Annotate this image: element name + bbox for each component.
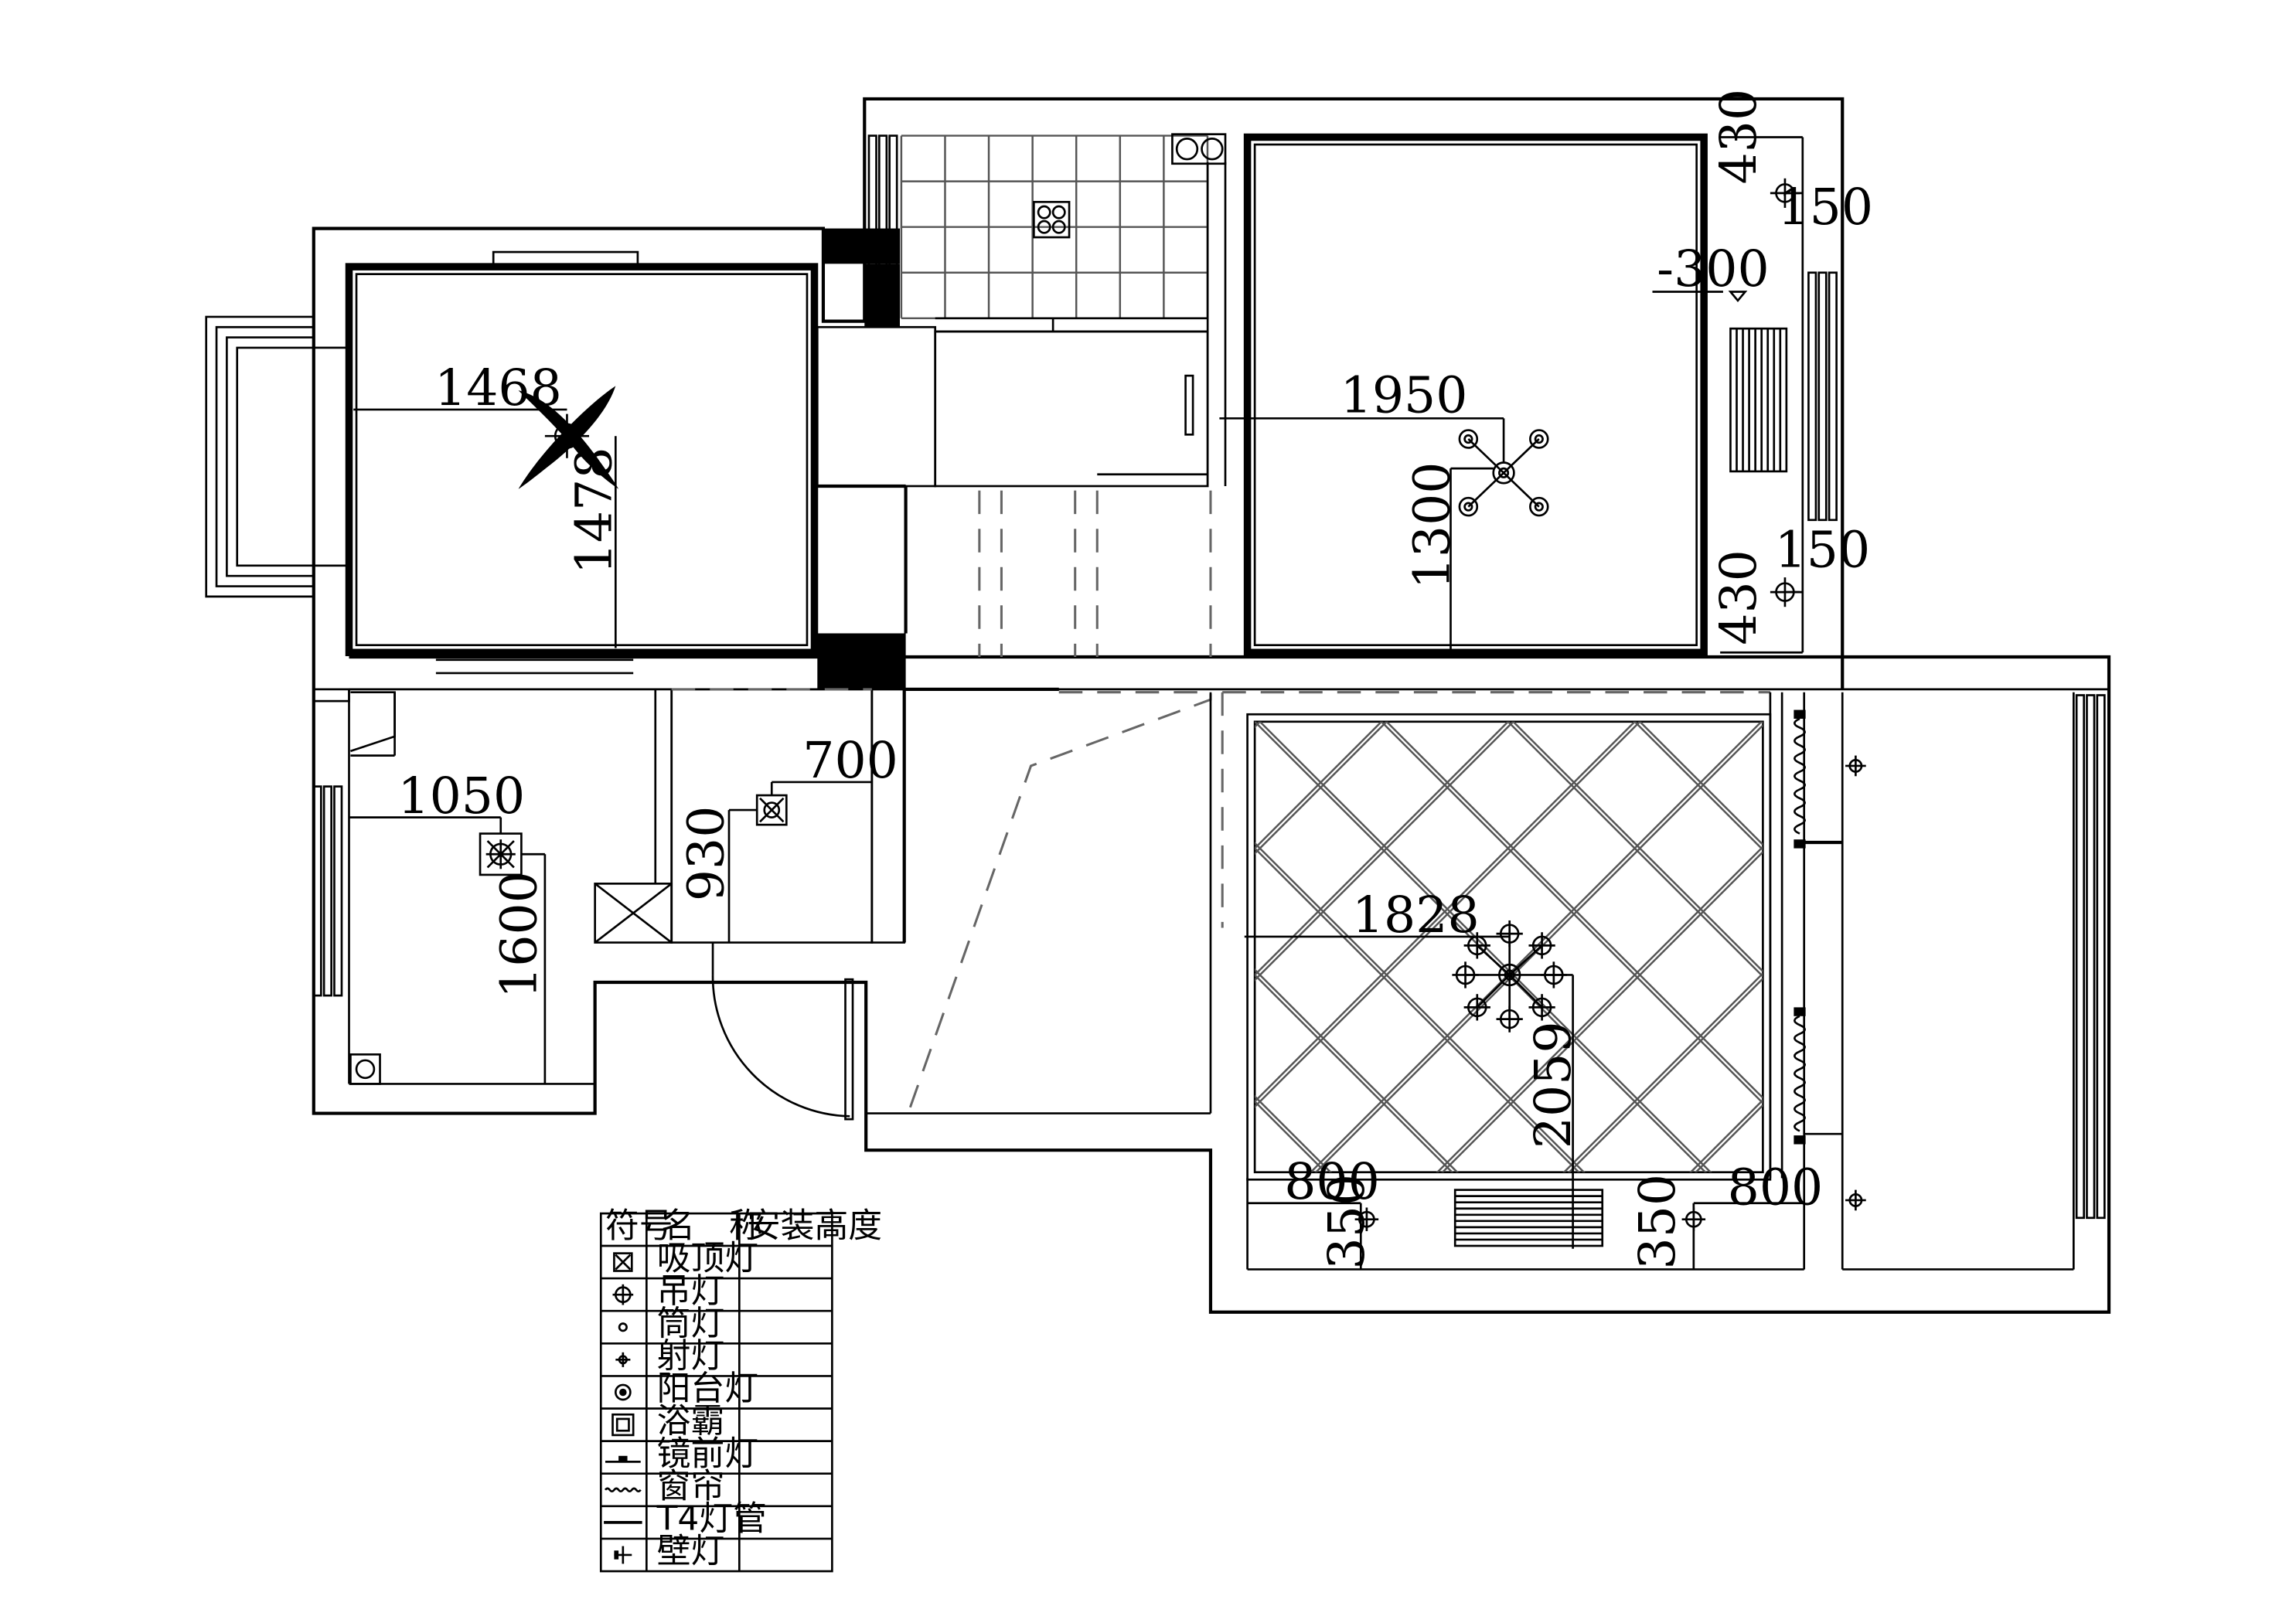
legend-name-2: 吊灯 (657, 1271, 725, 1311)
spotlight-icon (615, 1352, 631, 1367)
dim-living-width: 1828 (1352, 886, 1480, 944)
legend-name-7: 镜前灯 (657, 1434, 758, 1473)
kitchen-window (867, 134, 898, 320)
pendant-light-icon (612, 1284, 634, 1305)
legend-name-3: 筒灯 (657, 1304, 725, 1343)
legend-name-4: 射灯 (657, 1336, 725, 1376)
dim-bath-depth: 930 (677, 806, 735, 902)
air-vent-icon (1453, 1189, 1604, 1247)
spotlight-icon (1354, 1207, 1379, 1231)
dim-master-depth: 1478 (566, 447, 624, 574)
wall-light-icon (1845, 1189, 1866, 1211)
bay-window (205, 315, 350, 598)
spotlight-icon (1681, 1207, 1706, 1231)
dim-light-bottom-spacing: 150 (1775, 522, 1871, 580)
dim-study-width: 1050 (397, 767, 525, 825)
dim-living-left-depth: 350 (1318, 1174, 1376, 1270)
ceiling-light-icon (479, 832, 523, 876)
ceiling-fan-icon (518, 386, 619, 489)
dim-living-left-width: 800 (1284, 1153, 1380, 1211)
pendant-light-icon (1458, 429, 1549, 517)
dim-ceiling-drop: -300 (1657, 240, 1770, 298)
wall-light-icon (1845, 755, 1866, 777)
dimension-labels: 1468 1478 1950 1300 -300 430 150 150 430… (397, 89, 1873, 1270)
legend-name-5: 阳台灯 (657, 1369, 758, 1408)
bath-heater-icon (611, 1413, 635, 1437)
dim-study-depth: 1600 (490, 871, 548, 999)
dim-master-width: 1468 (434, 359, 562, 417)
corridor-lines (978, 490, 1212, 657)
dim-bedroom2-width: 1950 (1340, 367, 1468, 425)
bath-heater-icon (755, 794, 788, 826)
second-bedroom (1219, 133, 1838, 657)
air-vent-icon (1729, 327, 1788, 473)
balcony-light-icon (349, 1053, 381, 1085)
entry-area (866, 687, 1212, 1114)
dim-living-right-depth: 350 (1629, 1174, 1687, 1270)
dim-living-depth: 2059 (1524, 1021, 1582, 1148)
pendant-light-icon (1452, 920, 1567, 1033)
right-balcony (1794, 692, 2106, 1271)
window-right (1807, 271, 1838, 522)
legend-name-1: 吸顶灯 (657, 1239, 758, 1278)
dim-bath-width: 700 (802, 732, 898, 790)
dim-light-bottom-offset: 430 (1710, 550, 1768, 645)
master-bedroom (345, 250, 819, 657)
window-balcony (2075, 694, 2106, 1220)
legend-header-symbol: 符号 (605, 1206, 673, 1246)
balcony-light-icon (614, 1383, 632, 1401)
wall-light-icon (614, 1546, 632, 1564)
dim-light-top-offset: 430 (1710, 89, 1768, 185)
dim-living-right-width: 800 (1728, 1159, 1824, 1217)
legend-header-height: 安装高度 (747, 1206, 882, 1246)
dim-light-top-spacing: 150 (1777, 179, 1873, 236)
living-room (1221, 691, 1806, 1271)
legend-name-9: T4灯管 (656, 1499, 767, 1538)
curtain-icon (1794, 709, 1806, 1145)
legend-name-10: 壁灯 (657, 1532, 725, 1571)
gas-stove-icon (1033, 200, 1071, 239)
window-left (312, 785, 343, 997)
diamond-tiles (1255, 721, 1763, 1172)
exterior-walls (312, 97, 2111, 1314)
downlight-icon (618, 1322, 628, 1332)
dim-bedroom2-depth: 1300 (1404, 462, 1462, 590)
curtain-icon (604, 1487, 642, 1492)
kitchen-tiles (900, 134, 1209, 320)
legend-name-6: 浴霸 (657, 1401, 725, 1441)
mirror-light-icon (605, 1455, 641, 1463)
legend-header-name: 名 称 (661, 1206, 762, 1246)
sink-icon (1171, 133, 1227, 165)
legend-name-8: 窗帘 (657, 1466, 725, 1506)
ceiling-light-icon (613, 1252, 633, 1272)
